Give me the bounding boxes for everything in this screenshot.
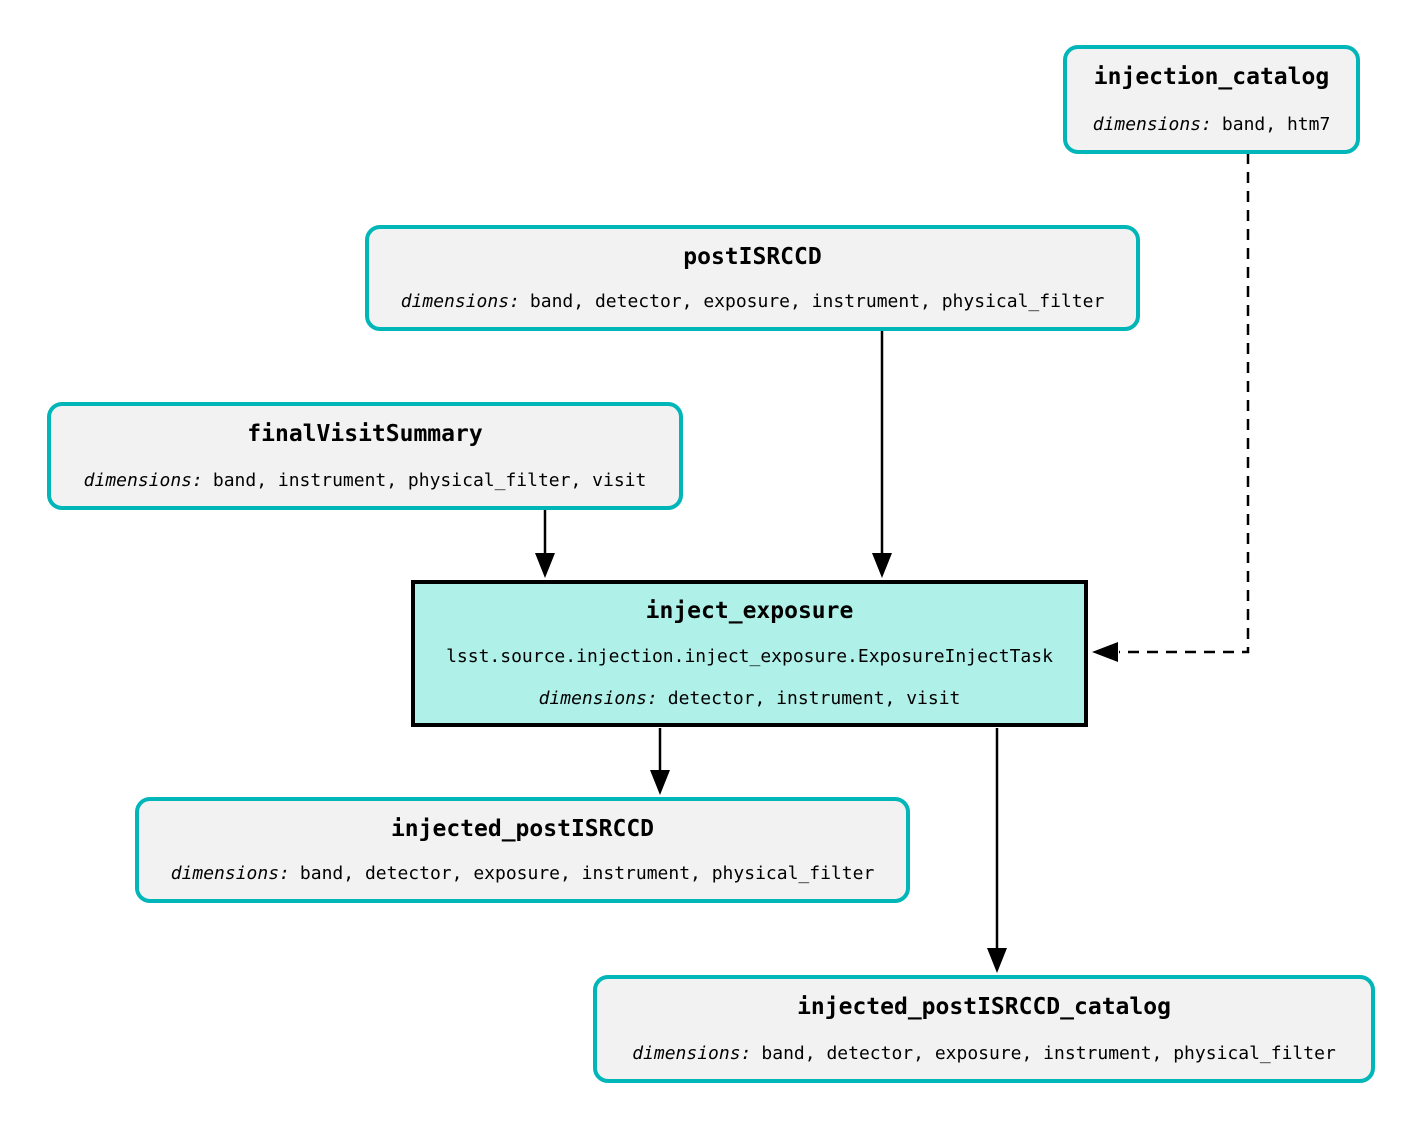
node-dimensions: dimensions: band, detector, exposure, ins… <box>632 1042 1336 1066</box>
dimensions-value: band, detector, exposure, instrument, ph… <box>761 1043 1336 1064</box>
dimensions-label: dimensions: <box>83 470 203 491</box>
dimensions-label: dimensions: <box>170 863 290 884</box>
node-title: injected_postISRCCD <box>390 816 655 842</box>
dimensions-label: dimensions: <box>632 1043 752 1064</box>
node-title: injected_postISRCCD_catalog <box>797 994 1171 1020</box>
node-dimensions: dimensions: band, instrument, physical_fi… <box>84 469 647 493</box>
edge-injection-catalog-to-inject-exposure <box>1092 153 1250 662</box>
edge-inject-exposure-to-injected-postisrccd <box>650 728 670 795</box>
dimensions-label: dimensions: <box>538 688 658 709</box>
node-dimensions: dimensions: band, detector, exposure, ins… <box>171 862 875 886</box>
task-node-inject-exposure: inject_exposure lsst.source.injection.in… <box>411 580 1088 727</box>
edge-postisrccd-to-inject-exposure <box>872 331 892 578</box>
dimensions-value: band, instrument, physical_filter, visit <box>212 470 647 491</box>
dataset-node-injection-catalog: injection_catalog dimensions: band, htm7 <box>1063 45 1360 154</box>
dimensions-value: band, detector, exposure, instrument, ph… <box>529 291 1105 312</box>
dimensions-value: band, detector, exposure, instrument, ph… <box>299 863 875 884</box>
node-dimensions: dimensions: detector, instrument, visit <box>539 687 961 711</box>
node-title: finalVisitSummary <box>247 421 483 447</box>
dimensions-label: dimensions: <box>1092 114 1212 135</box>
edge-finalvisitsummary-to-inject-exposure <box>535 509 555 578</box>
node-title: postISRCCD <box>683 244 822 270</box>
dataset-node-injected-postisrccd: injected_postISRCCD dimensions: band, det… <box>135 797 910 903</box>
dataset-node-injected-postisrccd-catalog: injected_postISRCCD_catalog dimensions: b… <box>593 975 1375 1083</box>
node-dimensions: dimensions: band, detector, exposure, ins… <box>401 290 1105 314</box>
dimensions-label: dimensions: <box>400 291 520 312</box>
node-title: injection_catalog <box>1093 64 1330 90</box>
dataset-node-postisrccd: postISRCCD dimensions: band, detector, ex… <box>365 225 1140 331</box>
node-title: inject_exposure <box>645 598 854 624</box>
dimensions-value: band, htm7 <box>1221 114 1331 135</box>
task-class: lsst.source.injection.inject_exposure.Ex… <box>446 645 1053 667</box>
node-dimensions: dimensions: band, htm7 <box>1093 113 1331 137</box>
edge-inject-exposure-to-injected-postisrccd-catalog <box>987 728 1007 973</box>
dataset-node-finalvisitsummary: finalVisitSummary dimensions: band, instr… <box>47 402 683 510</box>
dimensions-value: detector, instrument, visit <box>667 688 961 709</box>
